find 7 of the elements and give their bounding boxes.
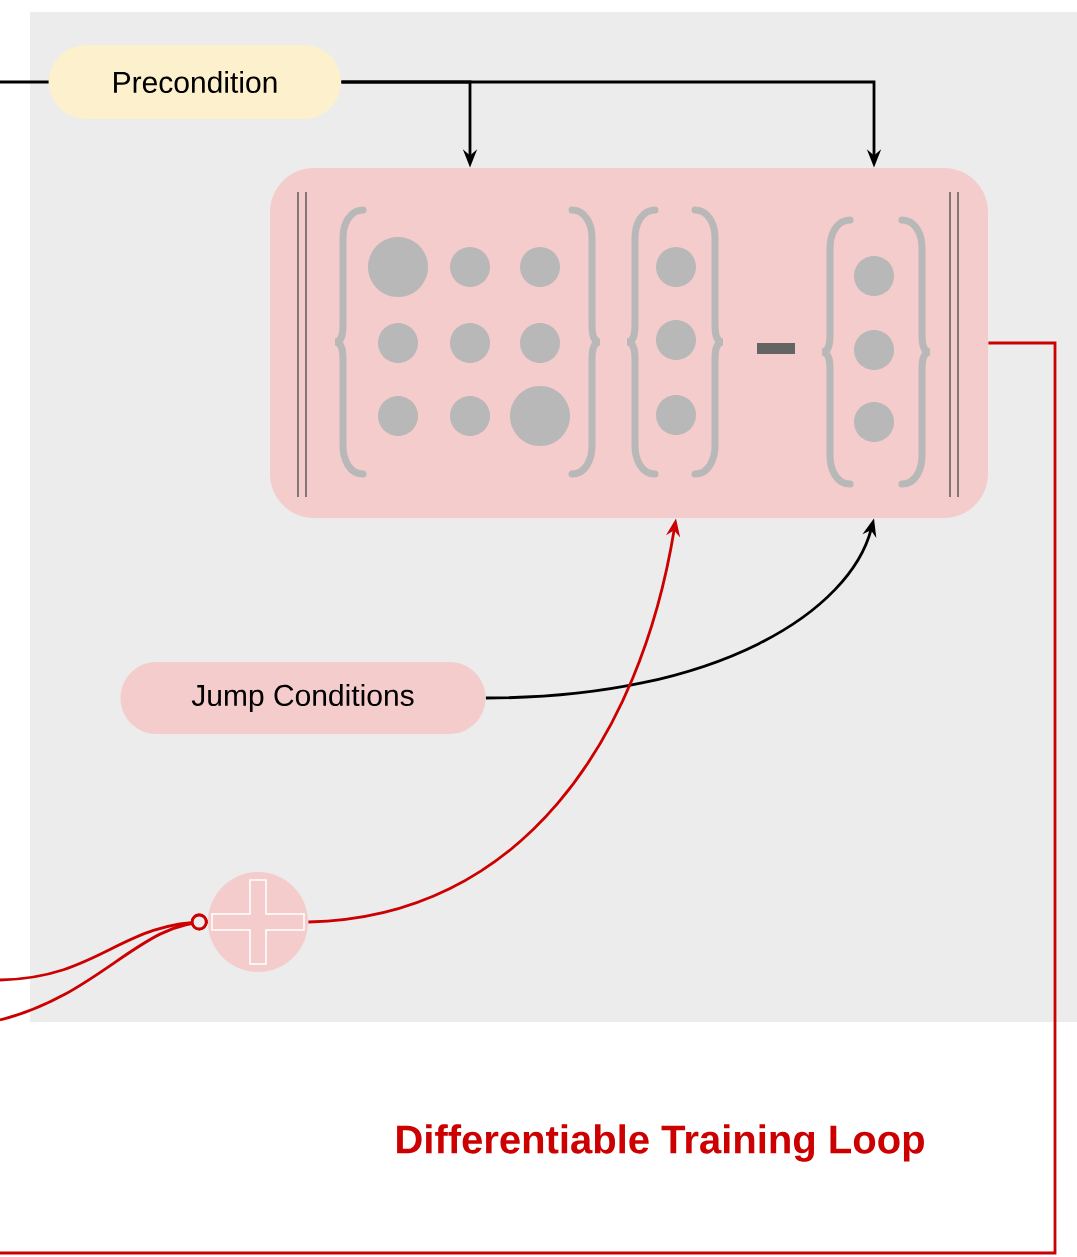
- condition-pill: Jump Conditions: [120, 662, 486, 734]
- condition-pill: Precondition: [49, 45, 341, 119]
- plus-circle: [208, 872, 308, 972]
- connector-line: [0, 80, 49, 84]
- connector-line: [0, 341, 1057, 1255]
- arrow: [0, 913, 208, 1022]
- loop-title: Differentiable Training Loop: [397, 1124, 924, 1162]
